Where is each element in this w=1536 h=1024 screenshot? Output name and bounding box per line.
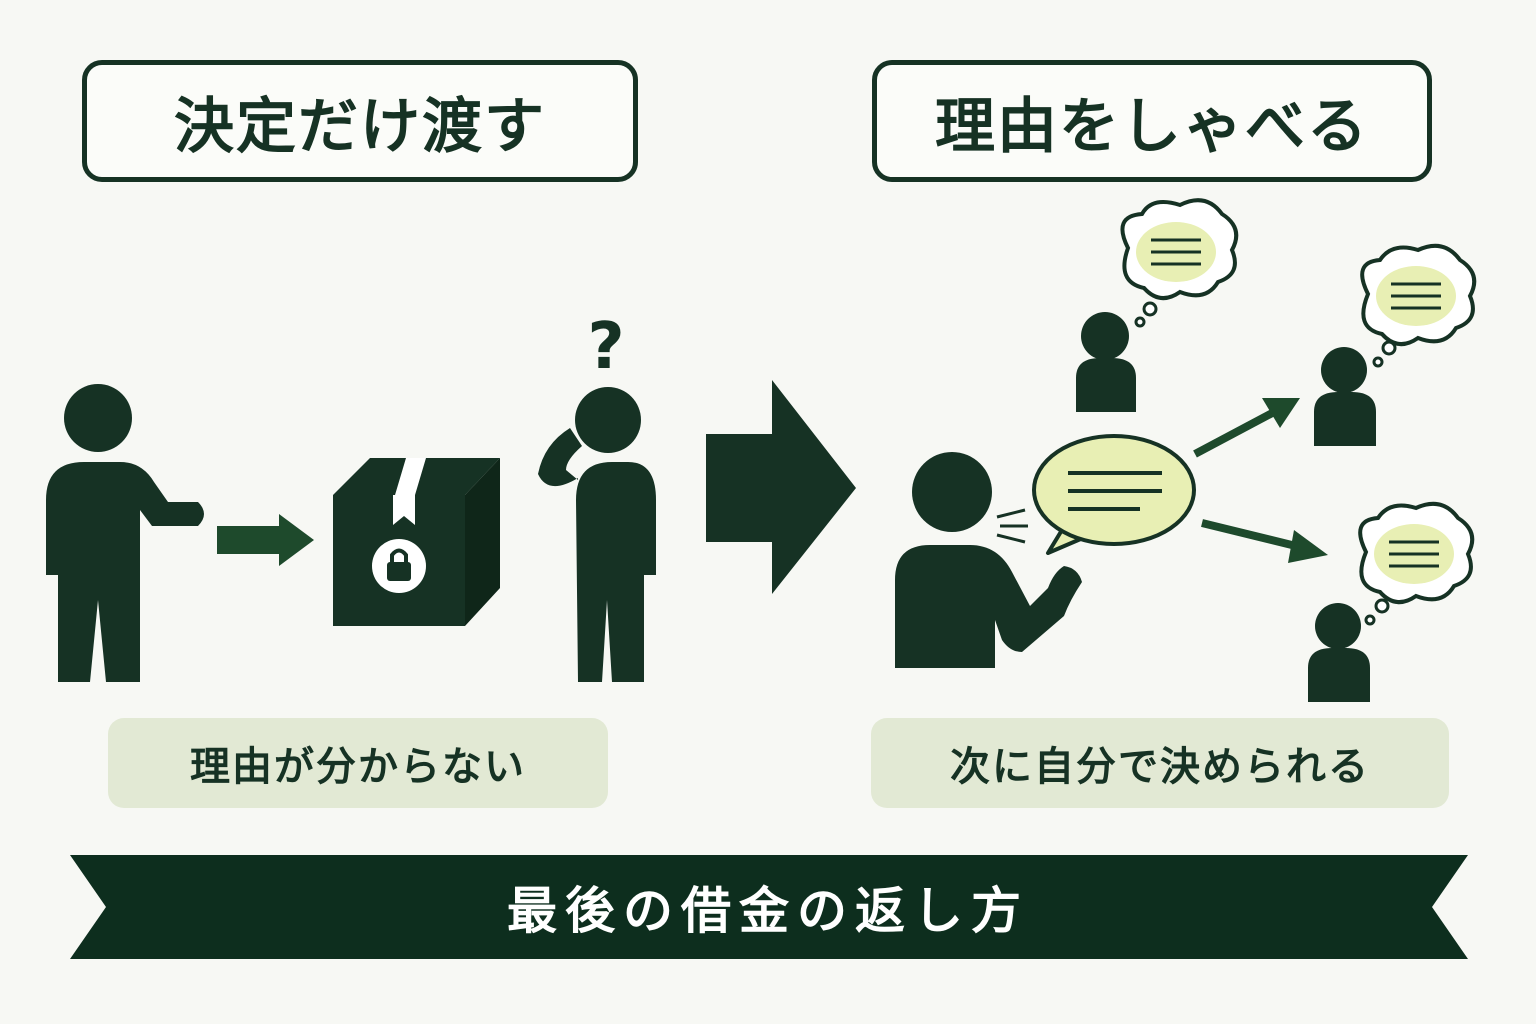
question-mark: ? [587,310,624,384]
listener-bottom-person-icon [1308,603,1370,702]
arrow-up-right-icon [1193,398,1300,458]
listener-top-person-icon [1076,312,1136,412]
receiver-person-icon [538,387,656,682]
left-panel-title: 決定だけ渡す [82,60,638,182]
banner-text: 最後の借金の返し方 [507,882,1029,940]
lock-icon [372,539,426,593]
thought-bubble-icon [1360,243,1477,368]
left-panel-caption: 理由が分からない [108,718,608,808]
box-icon [333,458,500,626]
sound-lines-icon [996,508,1028,544]
thought-bubble-icon [1120,198,1239,328]
right-panel-caption: 次に自分で決められる [871,718,1449,808]
right-panel-title: 理由をしゃべる [872,60,1432,182]
speech-bubble-icon [1032,434,1196,555]
thought-bubble-icon [1358,501,1475,626]
big-arrow-icon [706,380,856,594]
arrow-right-icon [217,514,314,566]
speaker-person-icon [895,452,1082,668]
giver-person-icon [46,384,204,682]
banner-ribbon [70,855,1468,959]
arrow-down-right-icon [1201,519,1328,563]
listener-right-person-icon [1314,347,1376,446]
